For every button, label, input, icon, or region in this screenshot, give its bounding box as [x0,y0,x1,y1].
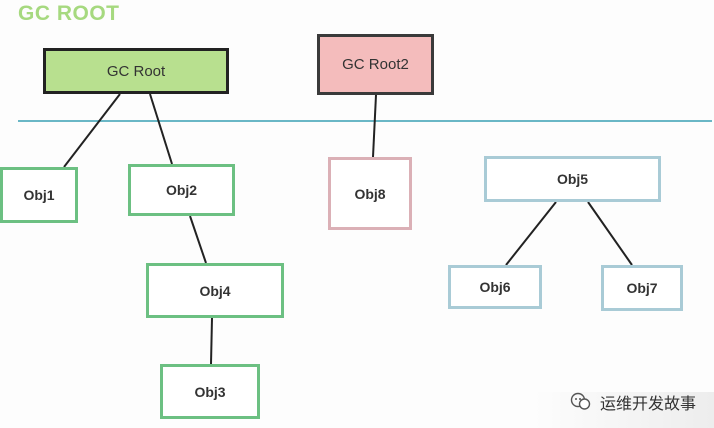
gc-root2-node: GC Root2 [317,34,434,95]
watermark: 运维开发故事 [570,390,696,414]
obj5-node: Obj5 [484,156,661,202]
edge-obj4-obj3 [210,317,213,365]
edge-gcroot-obj1 [63,93,121,168]
edge-obj5-obj6 [505,201,557,266]
edge-gcroot-obj2 [149,93,173,165]
edge-obj5-obj7 [587,201,633,266]
chat-bubble-icon [570,391,592,413]
gc-root-node: GC Root [43,48,229,94]
watermark-text: 运维开发故事 [599,394,696,413]
edge-obj2-obj4 [189,215,207,264]
watermark-shade [534,392,714,428]
obj6-node: Obj6 [448,265,542,309]
obj3-node: Obj3 [160,364,260,419]
obj2-node: Obj2 [128,164,235,216]
diagram-heading: GC ROOT [18,2,120,25]
obj4-node: Obj4 [146,263,284,318]
obj7-node: Obj7 [601,265,683,311]
obj1-node: Obj1 [0,167,78,223]
obj8-node: Obj8 [328,157,412,230]
edge-gcroot2-obj8 [372,94,377,158]
